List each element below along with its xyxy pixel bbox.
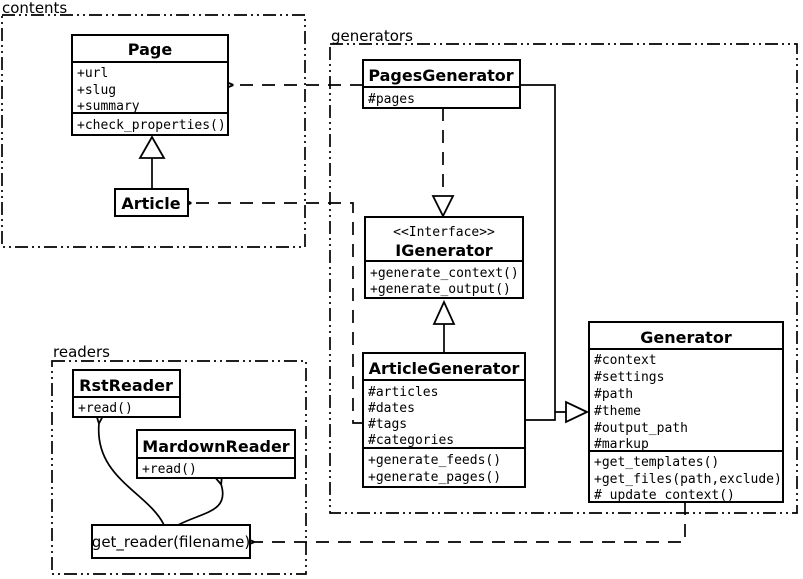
class-method: +get_templates() <box>594 455 719 470</box>
class-method: +get_files(path,exclude) <box>594 472 782 487</box>
class-pagesgenerator: PagesGenerator #pages <box>362 59 521 109</box>
class-page-box <box>71 34 229 136</box>
class-article-box <box>114 188 189 217</box>
class-attribute: #categories <box>368 433 454 448</box>
interface-igenerator-box <box>364 216 524 299</box>
class-method: +read() <box>78 401 133 416</box>
class-attribute: +slug <box>77 83 116 98</box>
function-label: get_reader(filename) <box>92 533 250 552</box>
class-mardownreader: MardownReader +read() <box>136 429 296 479</box>
class-title: ArticleGenerator <box>369 359 520 378</box>
class-method: +generate_output() <box>370 282 511 297</box>
class-attribute: #markup <box>594 437 649 452</box>
package-generators: generators <box>329 27 798 514</box>
class-title: Article <box>121 194 180 213</box>
package-contents-label: contents <box>2 0 67 17</box>
class-method: +generate_feeds() <box>368 453 501 468</box>
class-title: Page <box>128 40 173 59</box>
class-attribute: +url <box>77 66 108 81</box>
arrow-getreader-to-mardownreader <box>177 484 224 526</box>
stereotype-label: <<Interface>> <box>393 225 495 240</box>
class-articlegenerator-box <box>362 352 526 488</box>
class-page: Page +url +slug +summary +check_properti… <box>71 34 229 136</box>
class-method: #_update_context() <box>594 488 735 503</box>
hollow-triangle-icon <box>565 400 590 424</box>
arrow-pagesgenerator-extends-generator <box>520 84 566 413</box>
class-method: +generate_context() <box>370 266 519 281</box>
class-method: +check_properties() <box>77 118 226 133</box>
class-attribute: #output_path <box>594 421 688 436</box>
package-readers-border <box>51 360 307 575</box>
package-generators-label: generators <box>331 27 413 45</box>
class-title: PagesGenerator <box>368 66 513 85</box>
hollow-triangle-icon <box>138 135 166 159</box>
class-attribute: #articles <box>368 385 438 400</box>
class-attribute: #context <box>594 353 657 368</box>
class-attribute: #theme <box>594 404 641 419</box>
class-method: +read() <box>142 462 197 477</box>
arrow-articlegenerator-extends-generator <box>525 412 556 421</box>
package-readers: readers <box>51 343 307 575</box>
hollow-triangle-icon <box>432 299 456 325</box>
arrow-articlegenerator-depends-article <box>191 203 363 424</box>
class-attribute: +summary <box>77 99 140 114</box>
class-attribute: #tags <box>368 417 407 432</box>
hollow-triangle-icon <box>431 195 455 219</box>
class-rstreader: RstReader +read() <box>72 369 181 418</box>
class-articlegenerator: ArticleGenerator #articles #dates #tags … <box>362 352 526 488</box>
class-attribute: #path <box>594 387 633 402</box>
package-contents-border <box>1 14 306 248</box>
package-readers-label: readers <box>53 343 110 361</box>
class-generator: Generator #context #settings #path #them… <box>588 321 784 503</box>
package-contents: contents <box>1 0 306 248</box>
function-getreader-box <box>91 524 251 559</box>
arrow-getreader-to-rstreader <box>99 423 165 526</box>
arrow-generator-depends-getreader <box>254 502 686 542</box>
function-getreader: get_reader(filename) <box>91 524 251 559</box>
class-pagesgenerator-box <box>362 59 521 109</box>
package-generators-border <box>329 43 798 514</box>
interface-igenerator: <<Interface>> IGenerator +generate_conte… <box>364 216 524 299</box>
class-attribute: #settings <box>594 370 664 385</box>
class-attribute: #dates <box>368 401 415 416</box>
class-attribute: #pages <box>368 92 415 107</box>
class-title: MardownReader <box>142 437 290 456</box>
class-title: Generator <box>640 328 732 347</box>
class-generator-box <box>588 321 784 503</box>
class-title: RstReader <box>79 376 173 395</box>
class-method: +generate_pages() <box>368 470 501 485</box>
class-mardownreader-box <box>136 429 296 479</box>
class-title: IGenerator <box>395 241 493 260</box>
class-article: Article <box>114 188 189 217</box>
class-rstreader-box <box>72 369 181 418</box>
relationships <box>99 84 686 542</box>
